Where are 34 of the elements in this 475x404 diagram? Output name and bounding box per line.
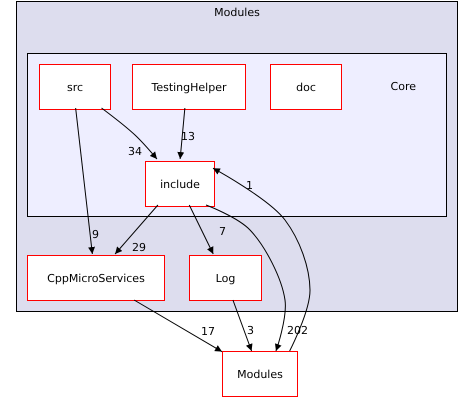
- folder-cluster: [16, 1, 458, 312]
- edge-label: 7: [219, 226, 226, 238]
- folder-name: doc: [296, 80, 316, 94]
- folder-box: [270, 64, 342, 110]
- dependency-arrow: [232, 300, 252, 352]
- dependency-arrow: [101, 108, 158, 160]
- folder-name: include: [160, 178, 200, 190]
- edge-label: 17: [201, 326, 215, 338]
- folder-name: Log: [216, 272, 236, 284]
- folder-box: [222, 351, 298, 397]
- edge-label: 9: [92, 229, 99, 241]
- edge-label: 29: [132, 242, 146, 254]
- folder-name: CppMicroServices: [47, 272, 145, 284]
- dependency-arrow: [188, 204, 214, 254]
- folder-box: [189, 255, 262, 301]
- folder-box: [132, 64, 246, 110]
- folder-box: [39, 64, 111, 110]
- folder-name: Core: [390, 80, 416, 93]
- edge-label: 1: [246, 180, 253, 192]
- dependency-arrow: [212, 168, 310, 352]
- dependency-arrow: [206, 204, 286, 352]
- folder-box: [145, 161, 215, 207]
- edge-label: 34: [128, 146, 142, 158]
- folder-name: src: [66, 80, 84, 94]
- dependency-arrow: [134, 300, 222, 352]
- folder-box: [27, 255, 165, 301]
- folder-name: Modules: [214, 6, 260, 19]
- folder-cluster: [27, 53, 447, 217]
- folder-name: TestingHelper: [151, 80, 227, 94]
- edge-label: 3: [247, 325, 254, 337]
- dependency-arrow: [114, 204, 158, 254]
- dependency-arrow: [177, 108, 186, 160]
- dependency-arrow: [75, 108, 96, 254]
- folder-name: Modules: [237, 368, 283, 380]
